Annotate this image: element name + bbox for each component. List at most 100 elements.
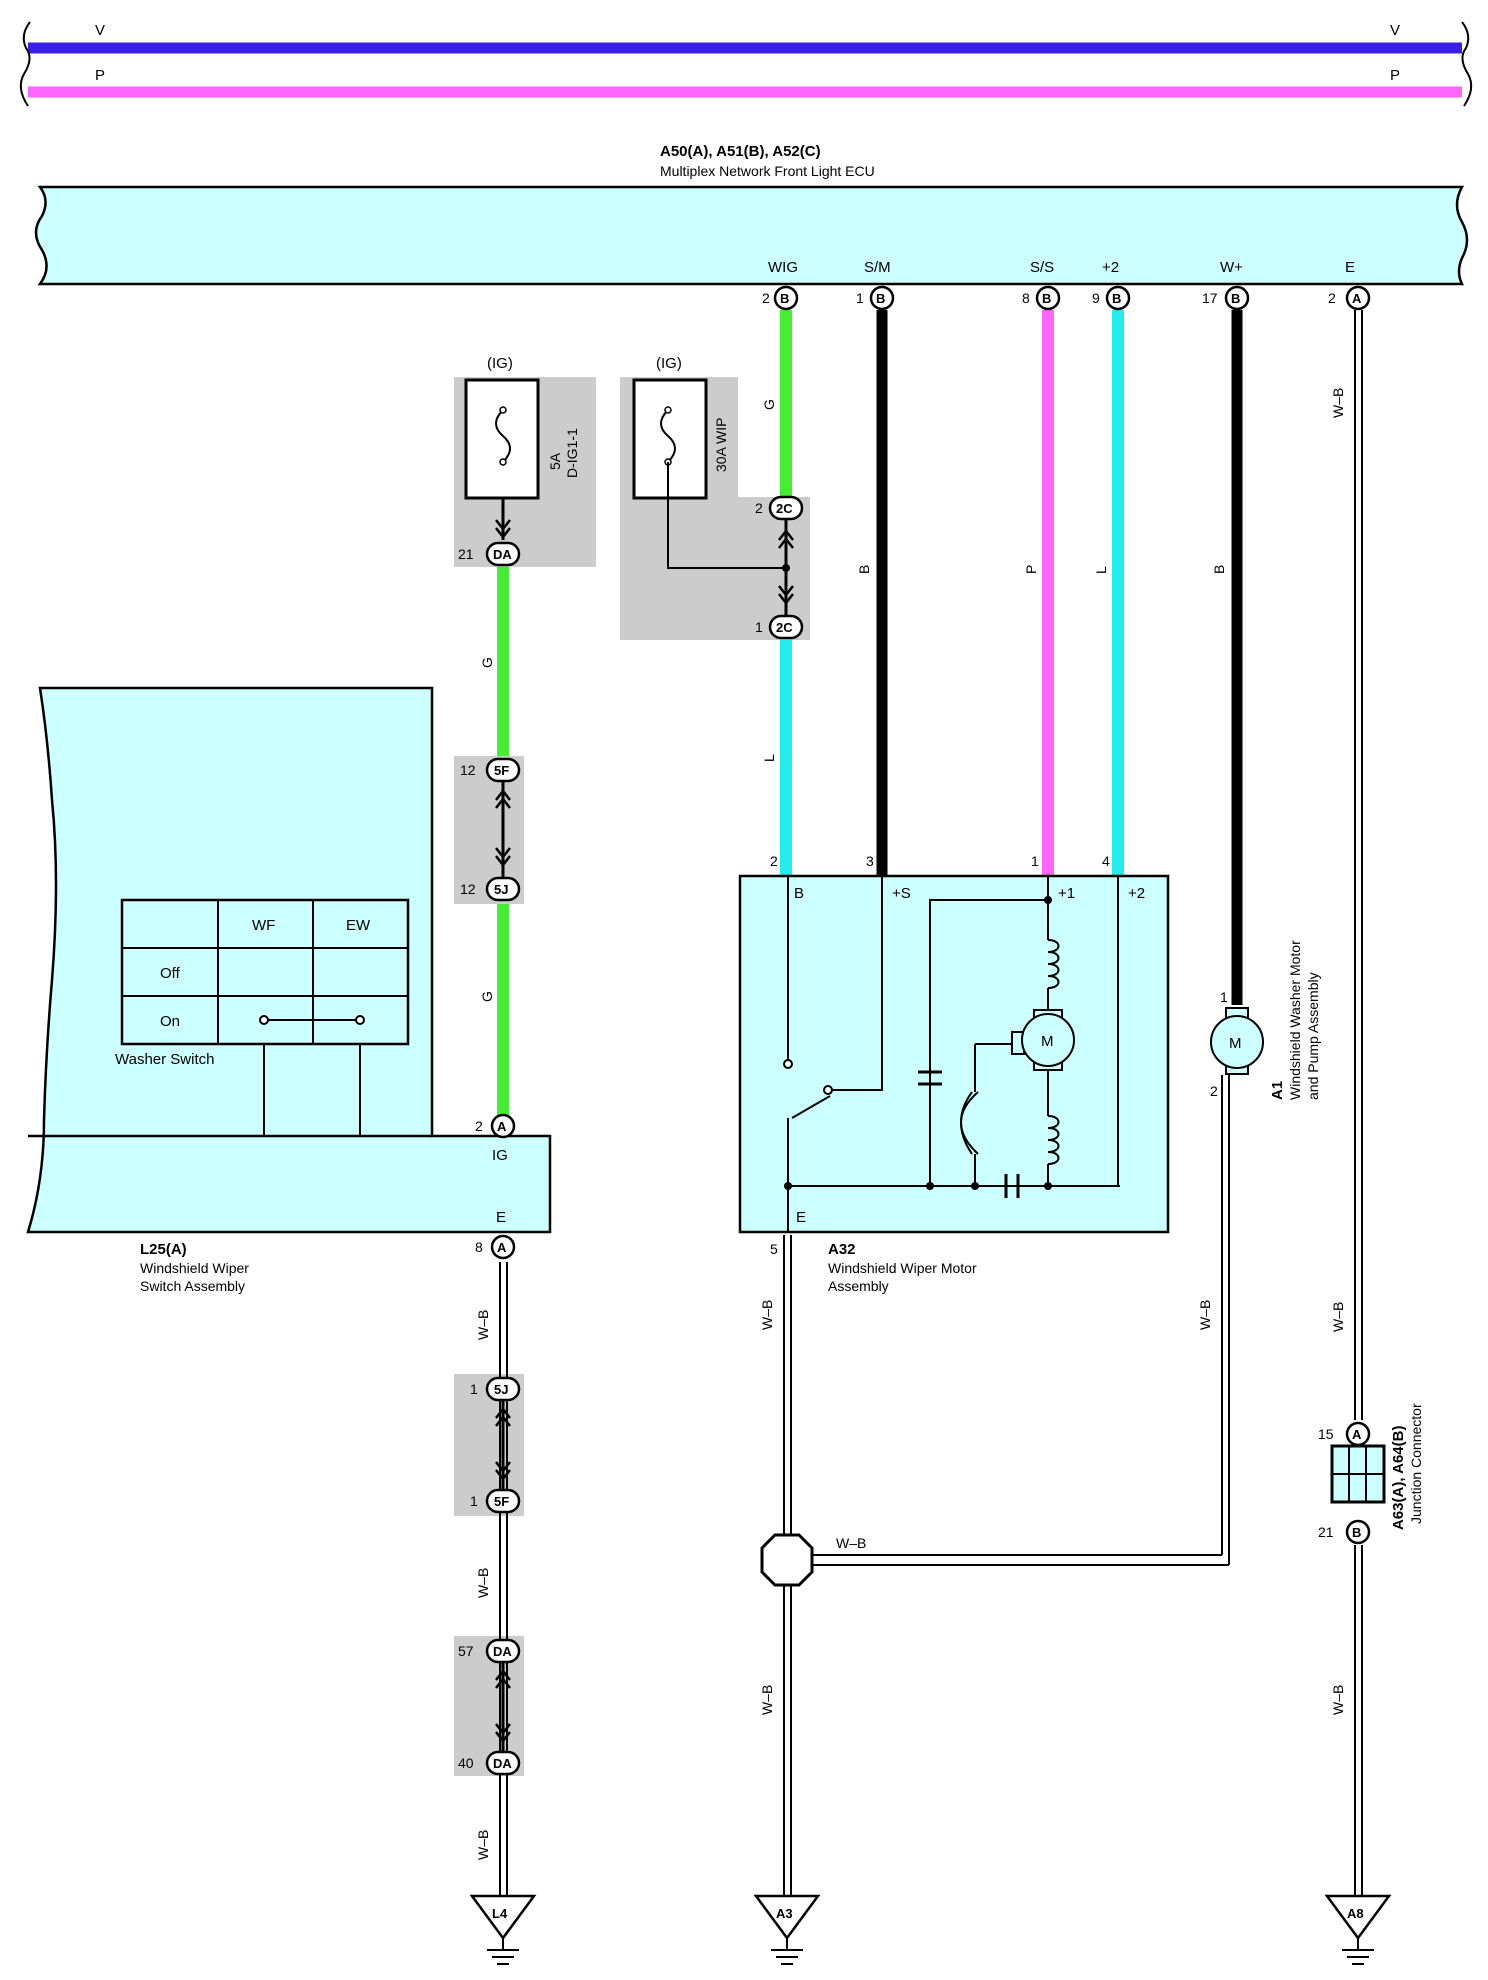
ecu-pin-sm	[869, 285, 895, 311]
washer-motor-symbol	[1210, 1015, 1264, 1069]
conn-da21	[485, 541, 521, 567]
svg-text:1: 1	[1031, 853, 1039, 869]
svg-text:2: 2	[770, 853, 778, 869]
ecu-pin-e	[1345, 285, 1371, 311]
svg-text:2C: 2C	[776, 620, 793, 635]
ecu-pins: B 2 B 1 B 8 B 9 B 17 A 2	[762, 285, 1371, 311]
motor-name2: Assembly	[828, 1278, 889, 1294]
svg-text:21: 21	[458, 546, 474, 562]
fuse2-element	[660, 409, 676, 463]
ecu-pin-wplus	[1224, 285, 1250, 311]
ground-a8: A8	[1324, 1894, 1392, 1965]
wire-label-wb-sw2: W–B	[475, 1568, 491, 1598]
ecu-term-ss: S/S	[1030, 259, 1054, 276]
switch-col-wf: WF	[252, 917, 275, 934]
wire-label-wb-motor1: W–B	[759, 1300, 775, 1330]
wire-label-wb-mid: W–B	[1330, 1302, 1346, 1332]
wire-label-wb-sw3: W–B	[475, 1830, 491, 1860]
switch-row-on: On	[160, 1013, 180, 1030]
switch-term-ig: IG	[492, 1147, 508, 1164]
conn-2c-bot	[768, 614, 804, 640]
wire-label-wb-sw1: W–B	[475, 1310, 491, 1340]
bus-p-label-right: P	[1390, 67, 1400, 84]
conn-2c-top	[768, 495, 804, 521]
bus-break-left	[19, 21, 31, 107]
svg-text:5F: 5F	[494, 763, 509, 778]
svg-text:M: M	[1041, 1033, 1054, 1050]
svg-text:5J: 5J	[494, 1382, 508, 1397]
switch-term-e: E	[496, 1209, 506, 1226]
svg-text:57: 57	[458, 1643, 474, 1659]
switch-pin-e	[490, 1234, 516, 1260]
switch-pin-ig	[490, 1113, 516, 1139]
svg-text:2: 2	[1210, 1083, 1218, 1099]
fuse1-box	[464, 378, 540, 500]
ecu-pin-wig	[773, 285, 799, 311]
wire-label-wb-low: W–B	[1330, 1685, 1346, 1715]
svg-text:5J: 5J	[494, 882, 508, 897]
switch-name2: Switch Assembly	[140, 1278, 245, 1294]
ecu-term-plus2: +2	[1102, 259, 1119, 276]
ecu-term-wplus: W+	[1220, 259, 1243, 276]
svg-text:1: 1	[856, 290, 864, 306]
wire-label-g-wig: G	[761, 399, 777, 410]
svg-text:4: 4	[1102, 853, 1110, 869]
ground-a3: A3	[753, 1894, 821, 1965]
ecu-term-wig: WIG	[768, 259, 798, 276]
svg-text:12: 12	[460, 762, 476, 778]
svg-text:1: 1	[1220, 989, 1228, 1005]
switch-code: L25(A)	[140, 1241, 187, 1258]
svg-text:DA: DA	[493, 1644, 512, 1659]
fuse1-name: D-IG1-1	[564, 428, 580, 478]
svg-text:5: 5	[770, 1241, 778, 1257]
wiper-switch-assembly: WF EW Off On Washer Switch IG E A 2 A 8 …	[26, 686, 552, 1294]
svg-text:B: B	[1042, 291, 1051, 306]
washer-motor: 1 M 2 A1 Windshield Washer Motor and Pum…	[1210, 940, 1321, 1100]
junction-name: Junction Connector	[1408, 1403, 1424, 1524]
svg-text:21: 21	[1318, 1524, 1334, 1540]
washer-switch-label: Washer Switch	[115, 1051, 214, 1068]
fuse1-element	[495, 409, 511, 463]
motor-symbol	[1021, 1013, 1075, 1067]
fuse1-rating: 5A	[547, 452, 563, 470]
junction-pin-b	[1345, 1519, 1371, 1545]
svg-text:DA: DA	[493, 1756, 512, 1771]
motor-name1: Windshield Wiper Motor	[828, 1260, 977, 1276]
motor-term-b: B	[794, 885, 804, 902]
svg-text:2: 2	[475, 1118, 483, 1134]
motor-term-plus2: +2	[1128, 885, 1145, 902]
wire-label-wb-horizontal: W–B	[836, 1535, 866, 1551]
fuse1-tag: (IG)	[487, 355, 513, 372]
washer-motor-name2: and Pump Assembly	[1305, 972, 1321, 1100]
motor-term-e: E	[796, 1209, 806, 1226]
ground-l4: L4	[469, 1894, 537, 1965]
svg-text:A: A	[497, 1240, 507, 1255]
fuse-5a: (IG) 5A D-IG1-1	[464, 355, 580, 540]
svg-text:A: A	[497, 1119, 507, 1134]
wire-label-l-b: L	[761, 754, 777, 762]
wire-label-p-ss: P	[1023, 565, 1039, 574]
wire-label-wb-ecu: W–B	[1330, 388, 1346, 418]
washer-motor-code: A1	[1269, 1081, 1286, 1100]
wire-label-g-upper: G	[479, 657, 495, 668]
svg-text:1: 1	[755, 619, 763, 635]
svg-text:A3: A3	[776, 1906, 793, 1921]
grounds: L4 A3 A8	[469, 1894, 1392, 1965]
svg-text:3: 3	[866, 853, 874, 869]
wire-label-wb-motor2: W–B	[759, 1685, 775, 1715]
svg-text:2: 2	[755, 500, 763, 516]
motor-box	[738, 874, 1170, 1234]
fuse2-name: 30A WIP	[713, 418, 729, 472]
svg-text:M: M	[1229, 1035, 1242, 1052]
svg-text:9: 9	[1092, 290, 1100, 306]
ecu-pin-ss	[1035, 285, 1061, 311]
bus-break-right	[1461, 21, 1473, 107]
wiper-motor-assembly: 2 3 1 4 5 B +S +1 +2 E	[738, 853, 1170, 1294]
motor-term-plus-s: +S	[892, 885, 911, 902]
bus-v-label-left: V	[95, 22, 105, 39]
ecu-box	[34, 185, 1469, 286]
svg-text:DA: DA	[493, 547, 512, 562]
wire-label-l-plus2: L	[1093, 566, 1109, 574]
fuse-30a-wip: (IG) 30A WIP	[632, 355, 794, 615]
svg-text:A: A	[1352, 1427, 1362, 1442]
